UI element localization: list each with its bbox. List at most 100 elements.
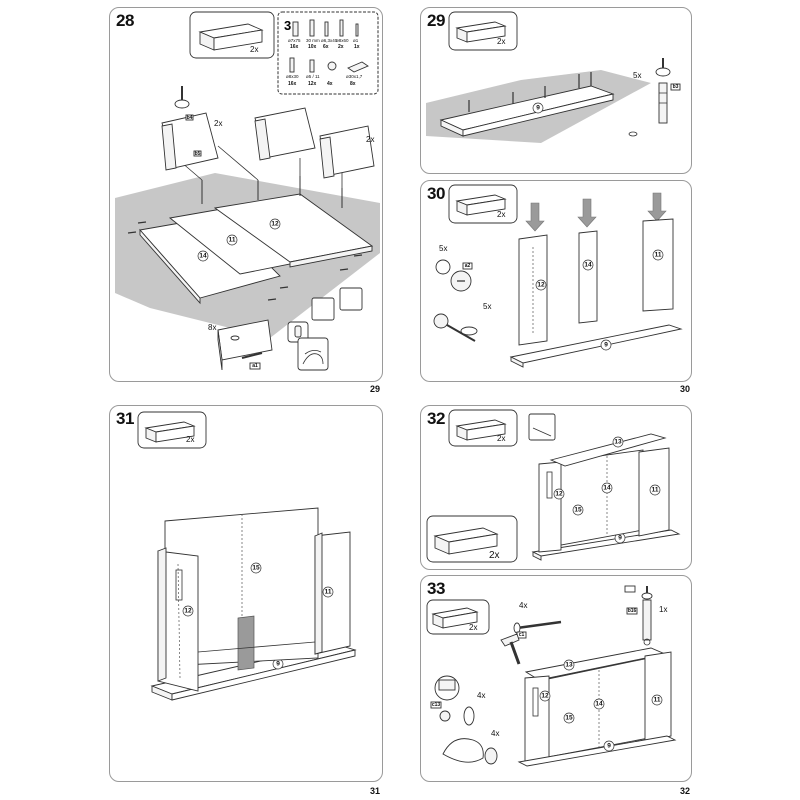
panel-label-14: 14 xyxy=(582,259,594,271)
panel-label-13: 13 xyxy=(563,659,575,671)
panel-label-12: 12 xyxy=(182,605,194,617)
divider-piece xyxy=(237,615,255,671)
drawer-icon-large xyxy=(433,527,499,555)
drawer-icon xyxy=(431,607,479,629)
hardware-step-number: 3 xyxy=(284,18,291,33)
svg-text:6x: 6x xyxy=(323,44,329,50)
drawer-qty: 2x xyxy=(250,45,258,54)
panel-9 xyxy=(517,735,677,767)
step-number: 31 xyxy=(116,409,134,428)
svg-text:9: 9 xyxy=(604,342,608,349)
step-30-illustration: 2x 9 12 14 xyxy=(433,184,683,368)
page-number-left: 29 xyxy=(370,384,381,394)
svg-text:11: 11 xyxy=(654,697,661,704)
nail-detail: c1 xyxy=(513,620,562,639)
svg-text:12: 12 xyxy=(555,491,563,498)
panel-label-9: 9 xyxy=(603,740,615,752)
nail-qty: 4x xyxy=(519,601,527,610)
panel-label-9: 9 xyxy=(532,102,544,114)
svg-text:14: 14 xyxy=(595,701,603,708)
svg-text:2x: 2x xyxy=(338,44,344,50)
down-arrow xyxy=(577,198,597,228)
panel-label-12: 12 xyxy=(269,218,281,230)
svg-text:11: 11 xyxy=(325,589,332,596)
panel-12 xyxy=(518,234,548,346)
svg-text:12: 12 xyxy=(271,221,279,228)
svg-text:ø5 / 11: ø5 / 11 xyxy=(306,74,320,79)
svg-text:1x: 1x xyxy=(354,44,360,50)
svg-text:16x: 16x xyxy=(288,81,297,87)
screwdriver-icon xyxy=(655,58,671,77)
step-number: 29 xyxy=(427,11,445,30)
svg-text:a1: a1 xyxy=(252,363,258,369)
panel-label-12: 12 xyxy=(535,279,547,291)
svg-text:b4: b4 xyxy=(187,115,193,121)
svg-text:15: 15 xyxy=(565,715,573,722)
step-29-illustration: 2x 9 5x b3 xyxy=(426,11,681,143)
panel-12 xyxy=(213,193,374,268)
svg-text:13: 13 xyxy=(614,439,622,446)
svg-text:c1: c1 xyxy=(519,632,525,638)
drawer-qty: 2x xyxy=(497,210,505,219)
screw-detail: b16 xyxy=(624,585,653,646)
panel-label-9: 9 xyxy=(600,339,612,351)
svg-text:12: 12 xyxy=(537,282,545,289)
svg-text:8x: 8x xyxy=(350,81,356,87)
drawer-icon xyxy=(144,421,196,443)
drawer-qty-big: 2x xyxy=(489,550,500,561)
callout-mid xyxy=(254,107,316,161)
svg-text:a2: a2 xyxy=(465,263,471,269)
svg-text:ø8x30: ø8x30 xyxy=(286,74,299,79)
drawer-icon xyxy=(455,419,507,441)
callout-qty-b: 2x xyxy=(366,135,374,144)
svg-text:ø7x75: ø7x75 xyxy=(288,38,301,43)
svg-text:11: 11 xyxy=(229,237,236,244)
step-number: 30 xyxy=(427,184,445,203)
drawer-qty: 2x xyxy=(469,623,477,632)
step-32-illustration: 2x 2x 9 15 14 xyxy=(426,409,681,563)
svg-text:9: 9 xyxy=(536,105,540,112)
cam-detail: c13 xyxy=(430,675,475,726)
panel-label-9: 9 xyxy=(614,532,626,544)
svg-text:14: 14 xyxy=(584,262,592,269)
svg-text:12: 12 xyxy=(184,608,192,615)
panel-label-15: 15 xyxy=(572,504,584,516)
svg-text:13: 13 xyxy=(565,662,573,669)
svg-text:b3: b3 xyxy=(673,84,679,90)
corner-detail xyxy=(528,413,556,441)
drawer-icon xyxy=(455,194,507,216)
down-arrow xyxy=(647,192,667,222)
drawer-icon xyxy=(455,21,507,43)
down-arrow xyxy=(525,202,545,232)
screwdriver-icon xyxy=(433,313,478,342)
dowels xyxy=(127,221,363,301)
panel-label-11: 11 xyxy=(652,249,664,261)
screws xyxy=(201,176,343,208)
svg-text:14: 14 xyxy=(199,253,207,260)
pad-qty: 4x xyxy=(491,729,499,738)
panel-label-12: 12 xyxy=(539,690,551,702)
svg-text:ø1: ø1 xyxy=(353,38,359,43)
svg-text:12x: 12x xyxy=(308,81,317,87)
panel-label-14: 14 xyxy=(601,482,613,494)
dowel-detail: a1 xyxy=(217,319,273,371)
svg-text:ø6,3x40: ø6,3x40 xyxy=(321,38,338,43)
svg-text:c13: c13 xyxy=(432,702,441,708)
svg-text:15: 15 xyxy=(252,565,260,572)
panel-label-11: 11 xyxy=(649,484,661,496)
drawer-icon xyxy=(198,23,264,51)
panel-label-14: 14 xyxy=(593,698,605,710)
step-28-illustration: 2x 3 ø7x75 16x 30 mm 10x ø6,3x40 6x ø8x6… xyxy=(115,11,380,371)
detail-qty: 5x xyxy=(633,71,641,80)
svg-text:11: 11 xyxy=(655,252,662,259)
step-32-panel: 32 2x 2x 9 15 xyxy=(420,405,692,570)
page-number-bottom-left: 31 xyxy=(370,786,381,796)
hands-icon xyxy=(297,337,329,371)
corner-detail-b xyxy=(339,287,363,311)
panel-label-15: 15 xyxy=(250,562,262,574)
drawer-qty: 2x xyxy=(186,435,194,444)
drawer-qty: 2x xyxy=(497,434,505,443)
step-33-panel: 33 2x 4x c1 b16 1x xyxy=(420,575,692,782)
screwdriver-icon xyxy=(174,86,190,109)
pad-detail xyxy=(442,738,498,765)
